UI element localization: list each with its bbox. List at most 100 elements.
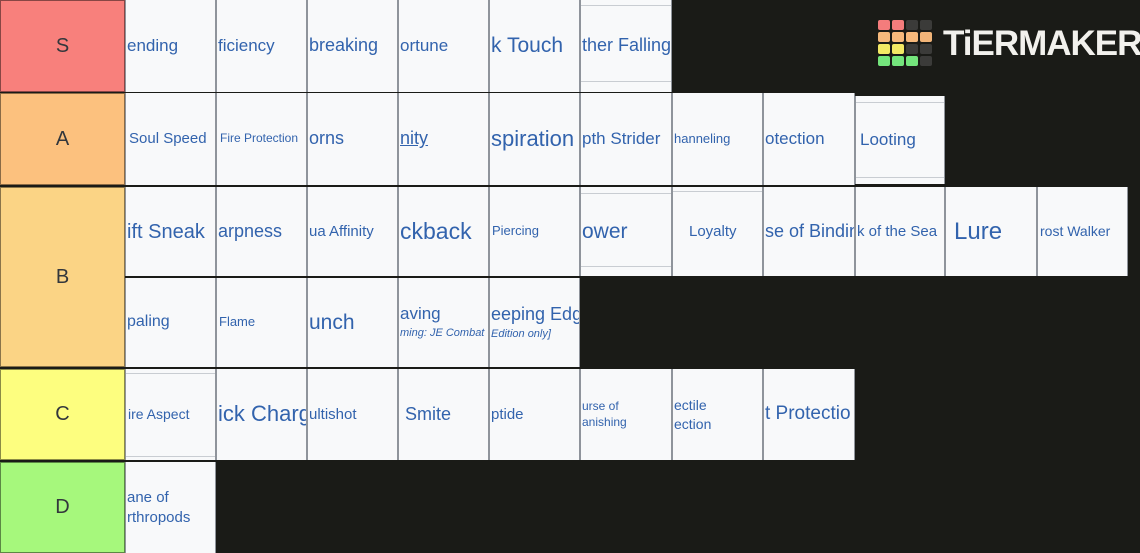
grid-cell xyxy=(892,44,904,54)
card-label: eeping Edge xyxy=(491,303,579,324)
tier-label-a: A xyxy=(0,93,125,185)
card-label: ortune xyxy=(400,35,449,55)
card-label: rost Walker xyxy=(1040,223,1111,240)
card-hairline xyxy=(856,102,944,103)
card-label: ane of xyxy=(127,489,169,506)
card-label: Loyalty xyxy=(689,222,737,240)
grid-cell xyxy=(906,32,918,42)
grid-cell xyxy=(878,56,890,66)
card-quick-charge[interactable]: ick Charg xyxy=(216,369,307,460)
card-fire-aspect[interactable]: ire Aspect xyxy=(125,369,216,460)
card-luck-of-the-sea[interactable]: k of the Sea xyxy=(855,187,945,276)
card-depth-strider[interactable]: pth Strider xyxy=(580,93,672,185)
card-label: Looting xyxy=(860,129,916,149)
card-unbreaking[interactable]: breaking xyxy=(307,0,398,92)
card-hairline xyxy=(581,81,671,82)
card-soul-speed[interactable]: Soul Speed xyxy=(125,93,216,185)
card-frost-walker[interactable]: rost Walker xyxy=(1037,187,1128,276)
card-protection[interactable]: otection xyxy=(763,93,855,185)
tier-label-d: D xyxy=(0,462,125,553)
card-label: Fire Protection xyxy=(220,131,299,146)
card-riptide[interactable]: ptide xyxy=(489,369,580,460)
card-hairline xyxy=(581,5,671,6)
tiermaker-logo-text: TiERMAKER xyxy=(943,23,1140,63)
card-loyalty[interactable]: Loyalty xyxy=(672,187,763,276)
card-label: Soul Speed xyxy=(129,130,207,148)
card-label: ift Sneak xyxy=(127,220,205,243)
card-label: urse of xyxy=(582,398,619,413)
card-label: breaking xyxy=(309,35,379,56)
card-label: Lure xyxy=(954,217,1003,245)
card-label: otection xyxy=(765,128,825,148)
card-label: arpness xyxy=(218,220,283,241)
card-sublabel: Edition only] xyxy=(491,327,551,340)
card-sharpness[interactable]: arpness xyxy=(216,187,307,276)
grid-cell xyxy=(878,32,890,42)
grid-cell xyxy=(920,56,932,66)
card-impaling[interactable]: paling xyxy=(125,278,216,367)
card-label: Piercing xyxy=(492,223,539,239)
card-infinity[interactable]: nity xyxy=(398,93,489,185)
card-hairline xyxy=(581,266,671,267)
card-respiration[interactable]: spiration xyxy=(489,93,580,185)
card-knockback[interactable]: ckback xyxy=(398,187,489,276)
card-channeling[interactable]: hanneling xyxy=(672,93,763,185)
grid-cell xyxy=(920,44,932,54)
tiermaker-logo[interactable]: TiERMAKER xyxy=(878,19,1140,67)
card-mending[interactable]: ending xyxy=(125,0,216,92)
card-silk-touch[interactable]: k Touch xyxy=(489,0,580,92)
card-hairline xyxy=(673,191,762,192)
card-label: ptide xyxy=(491,405,524,423)
card-label: se of Bindin xyxy=(765,220,855,241)
card-hairline xyxy=(126,373,215,374)
card-curse-of-binding[interactable]: se of Bindin xyxy=(763,187,855,276)
card-piercing[interactable]: Piercing xyxy=(489,187,580,276)
card-hairline xyxy=(126,456,215,457)
grid-cell xyxy=(878,20,890,30)
card-label: unch xyxy=(309,310,355,334)
grid-cell xyxy=(906,44,918,54)
tiermaker-grid-icon xyxy=(878,20,932,66)
card-looting[interactable]: Looting xyxy=(855,96,945,184)
card-swift-sneak[interactable]: ift Sneak xyxy=(125,187,216,276)
card-feather-falling[interactable]: ther Falling xyxy=(580,0,672,92)
card-label: ua Affinity xyxy=(309,222,374,240)
card-aqua-affinity[interactable]: ua Affinity xyxy=(307,187,398,276)
card-smite[interactable]: Smite xyxy=(398,369,489,460)
card-flame[interactable]: Flame xyxy=(216,278,307,367)
card-label: ick Charg xyxy=(218,401,307,427)
card-label: hanneling xyxy=(674,130,731,146)
card-fortune[interactable]: ortune xyxy=(398,0,489,92)
card-hairline xyxy=(581,193,671,194)
card-power[interactable]: ower xyxy=(580,187,672,276)
grid-cell xyxy=(906,20,918,30)
card-label: paling xyxy=(127,313,170,331)
card-thorns[interactable]: orns xyxy=(307,93,398,185)
card-label: Flame xyxy=(219,314,256,330)
card-sweeping-edge[interactable]: eeping EdgeEdition only] xyxy=(489,278,580,367)
grid-cell xyxy=(920,20,932,30)
card-blast-protection[interactable]: t Protectio xyxy=(763,369,855,460)
card-hairline xyxy=(856,177,944,178)
card-label: ower xyxy=(582,219,628,243)
card-punch[interactable]: unch xyxy=(307,278,398,367)
card-label: ection xyxy=(674,415,712,432)
card-lure[interactable]: Lure xyxy=(945,187,1037,276)
card-label: k Touch xyxy=(491,34,563,58)
card-label: k of the Sea xyxy=(857,222,938,240)
grid-cell xyxy=(892,56,904,66)
card-sublabel: ming: JE Combat xyxy=(400,327,485,340)
card-multishot[interactable]: ultishot xyxy=(307,369,398,460)
grid-cell xyxy=(878,44,890,54)
tier-label-s: S xyxy=(0,0,125,92)
card-label: pth Strider xyxy=(582,128,661,148)
card-efficiency[interactable]: ficiency xyxy=(216,0,307,92)
card-fire-protection[interactable]: Fire Protection xyxy=(216,93,307,185)
card-label: ther Falling xyxy=(582,35,672,56)
grid-cell xyxy=(892,32,904,42)
grid-cell xyxy=(920,32,932,42)
